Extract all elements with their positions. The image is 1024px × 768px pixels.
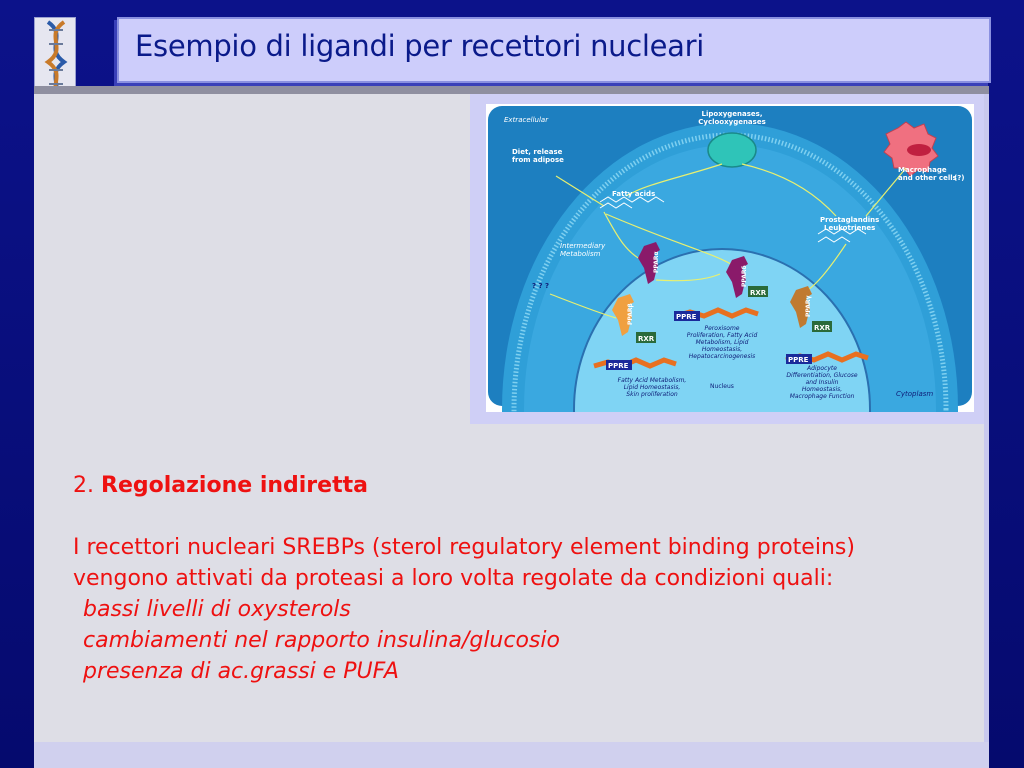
label-adipo-1: Adipocyte [806, 365, 837, 372]
label-diet-1: Diet, release [512, 148, 563, 156]
label-nucleus: Nucleus [710, 383, 734, 390]
label-fam-1: Fatty Acid Metabolism, [618, 377, 687, 384]
label-diet-2: from adipose [512, 156, 564, 164]
paragraph-line-2: vengono attivati da proteasi a loro volt… [73, 566, 834, 591]
spacer [73, 501, 953, 532]
label-cytoplasm: Cytoplasm [896, 390, 933, 398]
label-adipo-2: Differentiation, Glucose [786, 372, 857, 379]
label-adipo-3: and Insulin [806, 379, 839, 386]
label-fam-2: Lipid Homeostasis, [624, 384, 681, 391]
label-adipo-4: Homeostasis, [802, 386, 842, 393]
panel-edge [984, 94, 989, 742]
label-rxr-3: RXR [638, 335, 655, 343]
label-ppar-gamma: PPARγ [805, 295, 812, 317]
section-heading: 2. Regolazione indiretta [73, 470, 953, 501]
heading-title: Regolazione indiretta [101, 473, 368, 498]
paragraph-line-1: I recettori nucleari SREBPs (sterol regu… [73, 535, 855, 560]
label-rxr-2: RXR [814, 324, 831, 332]
label-perox-5: Hepatocarcinogenesis [689, 353, 756, 360]
label-fam-3: Skin proliferation [626, 391, 678, 398]
slide-title: Esempio di ligandi per recettori nuclear… [135, 29, 705, 63]
label-leukotrienes: Leukotrienes [824, 224, 875, 232]
condition-item: presenza di ac.grassi e PUFA [83, 659, 399, 684]
label-perox-4: Homeostasis, [702, 346, 742, 353]
label-ppre-3: PPRE [788, 356, 809, 364]
label-cyclooxygenases: Cyclooxygenases [698, 118, 766, 126]
label-macrophage-q: (?) [954, 174, 964, 182]
label-lipoxygenases: Lipoxygenases, [702, 110, 763, 118]
heading-number: 2. [73, 473, 94, 498]
label-extracellular: Extracellular [504, 116, 549, 124]
label-ppre-1: PPRE [676, 313, 697, 321]
label-adipo-5: Macrophage Function [790, 393, 855, 400]
label-ppar-alpha: PPARα [653, 251, 660, 273]
bottom-strip [34, 742, 989, 768]
condition-item: cambiamenti nel rapporto insulina/glucos… [83, 628, 560, 653]
ppar-diagram: Extracellular Lipoxygenases, Cyclooxygen… [486, 104, 974, 695]
label-intermediary-2: Metabolism [560, 250, 601, 258]
label-perox-2: Proliferation, Fatty Acid [687, 332, 758, 339]
label-macrophage-1: Macrophage [898, 166, 947, 174]
label-perox-1: Peroxisome [705, 325, 740, 332]
label-ppar-delta: PPARδ [741, 265, 748, 287]
ppar-diagram-svg: Extracellular Lipoxygenases, Cyclooxygen… [486, 104, 974, 695]
title-bar: Esempio di ligandi per recettori nuclear… [117, 17, 991, 83]
label-intermediary-1: Intermediary [560, 242, 606, 250]
condition-item: bassi livelli di oxysterols [83, 597, 351, 622]
label-prostaglandins: Prostaglandins [820, 216, 879, 224]
label-rxr-1: RXR [750, 289, 767, 297]
label-perox-3: Metabolism, Lipid [696, 339, 749, 346]
label-macrophage-2: and other cells [898, 174, 957, 182]
title-divider [34, 86, 989, 94]
label-fatty-acids: Fatty acids [612, 190, 655, 198]
body-text: 2. Regolazione indiretta I recettori nuc… [73, 470, 953, 687]
label-unknown: ? ? ? [532, 282, 549, 290]
label-ppre-2: PPRE [608, 362, 629, 370]
label-ppar-beta: PPARβ [627, 302, 634, 325]
